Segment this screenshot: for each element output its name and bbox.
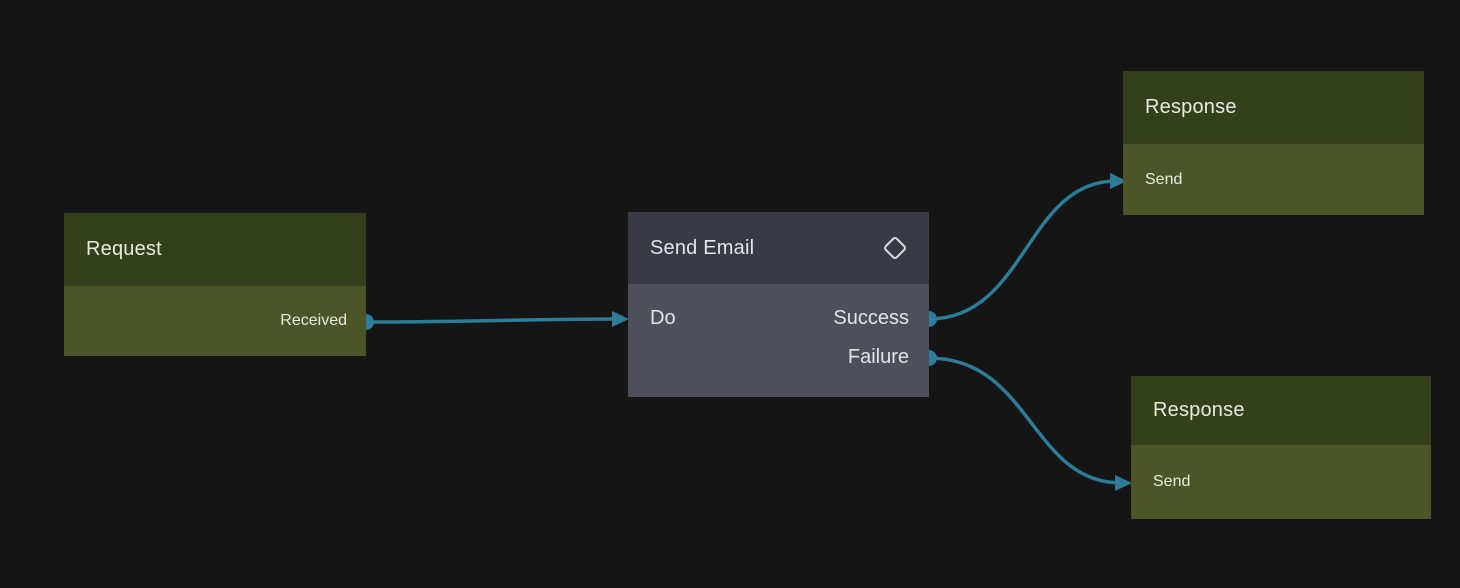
node-response-failure[interactable]: Response Send — [1131, 376, 1431, 519]
node-title: Response — [1145, 96, 1237, 118]
edge-success-to-send[interactable] — [928, 179, 1117, 321]
edge-received-to-do[interactable] — [365, 317, 619, 324]
diamond-icon[interactable] — [881, 234, 909, 262]
node-send-email-body: Do Success Failure — [628, 284, 929, 397]
node-request-header[interactable]: Request — [64, 213, 366, 286]
edge-failure-to-send[interactable] — [928, 356, 1122, 485]
node-response-success-header[interactable]: Response — [1123, 71, 1424, 144]
node-title: Request — [86, 238, 162, 260]
arrowhead-send-bottom — [1115, 475, 1132, 491]
output-port-label-failure[interactable]: Failure — [847, 346, 909, 368]
node-request-body: Received — [64, 286, 366, 356]
node-title: Send Email — [650, 236, 755, 259]
input-port-label-send[interactable]: Send — [1153, 473, 1191, 490]
arrowhead-do — [612, 311, 629, 327]
node-response-failure-body: Send — [1131, 445, 1431, 519]
node-request[interactable]: Request Received — [64, 213, 366, 356]
output-port-label-received[interactable]: Received — [280, 312, 347, 329]
node-response-success-body: Send — [1123, 144, 1424, 215]
node-send-email[interactable]: Send Email Do Success Failure — [628, 212, 929, 397]
input-port-label-send[interactable]: Send — [1145, 170, 1183, 188]
node-response-success[interactable]: Response Send — [1123, 71, 1424, 215]
node-title: Response — [1153, 399, 1245, 421]
output-port-label-success[interactable]: Success — [833, 307, 909, 329]
input-port-label-do[interactable]: Do — [650, 307, 676, 329]
node-response-failure-header[interactable]: Response — [1131, 376, 1431, 445]
node-send-email-header[interactable]: Send Email — [628, 212, 929, 284]
